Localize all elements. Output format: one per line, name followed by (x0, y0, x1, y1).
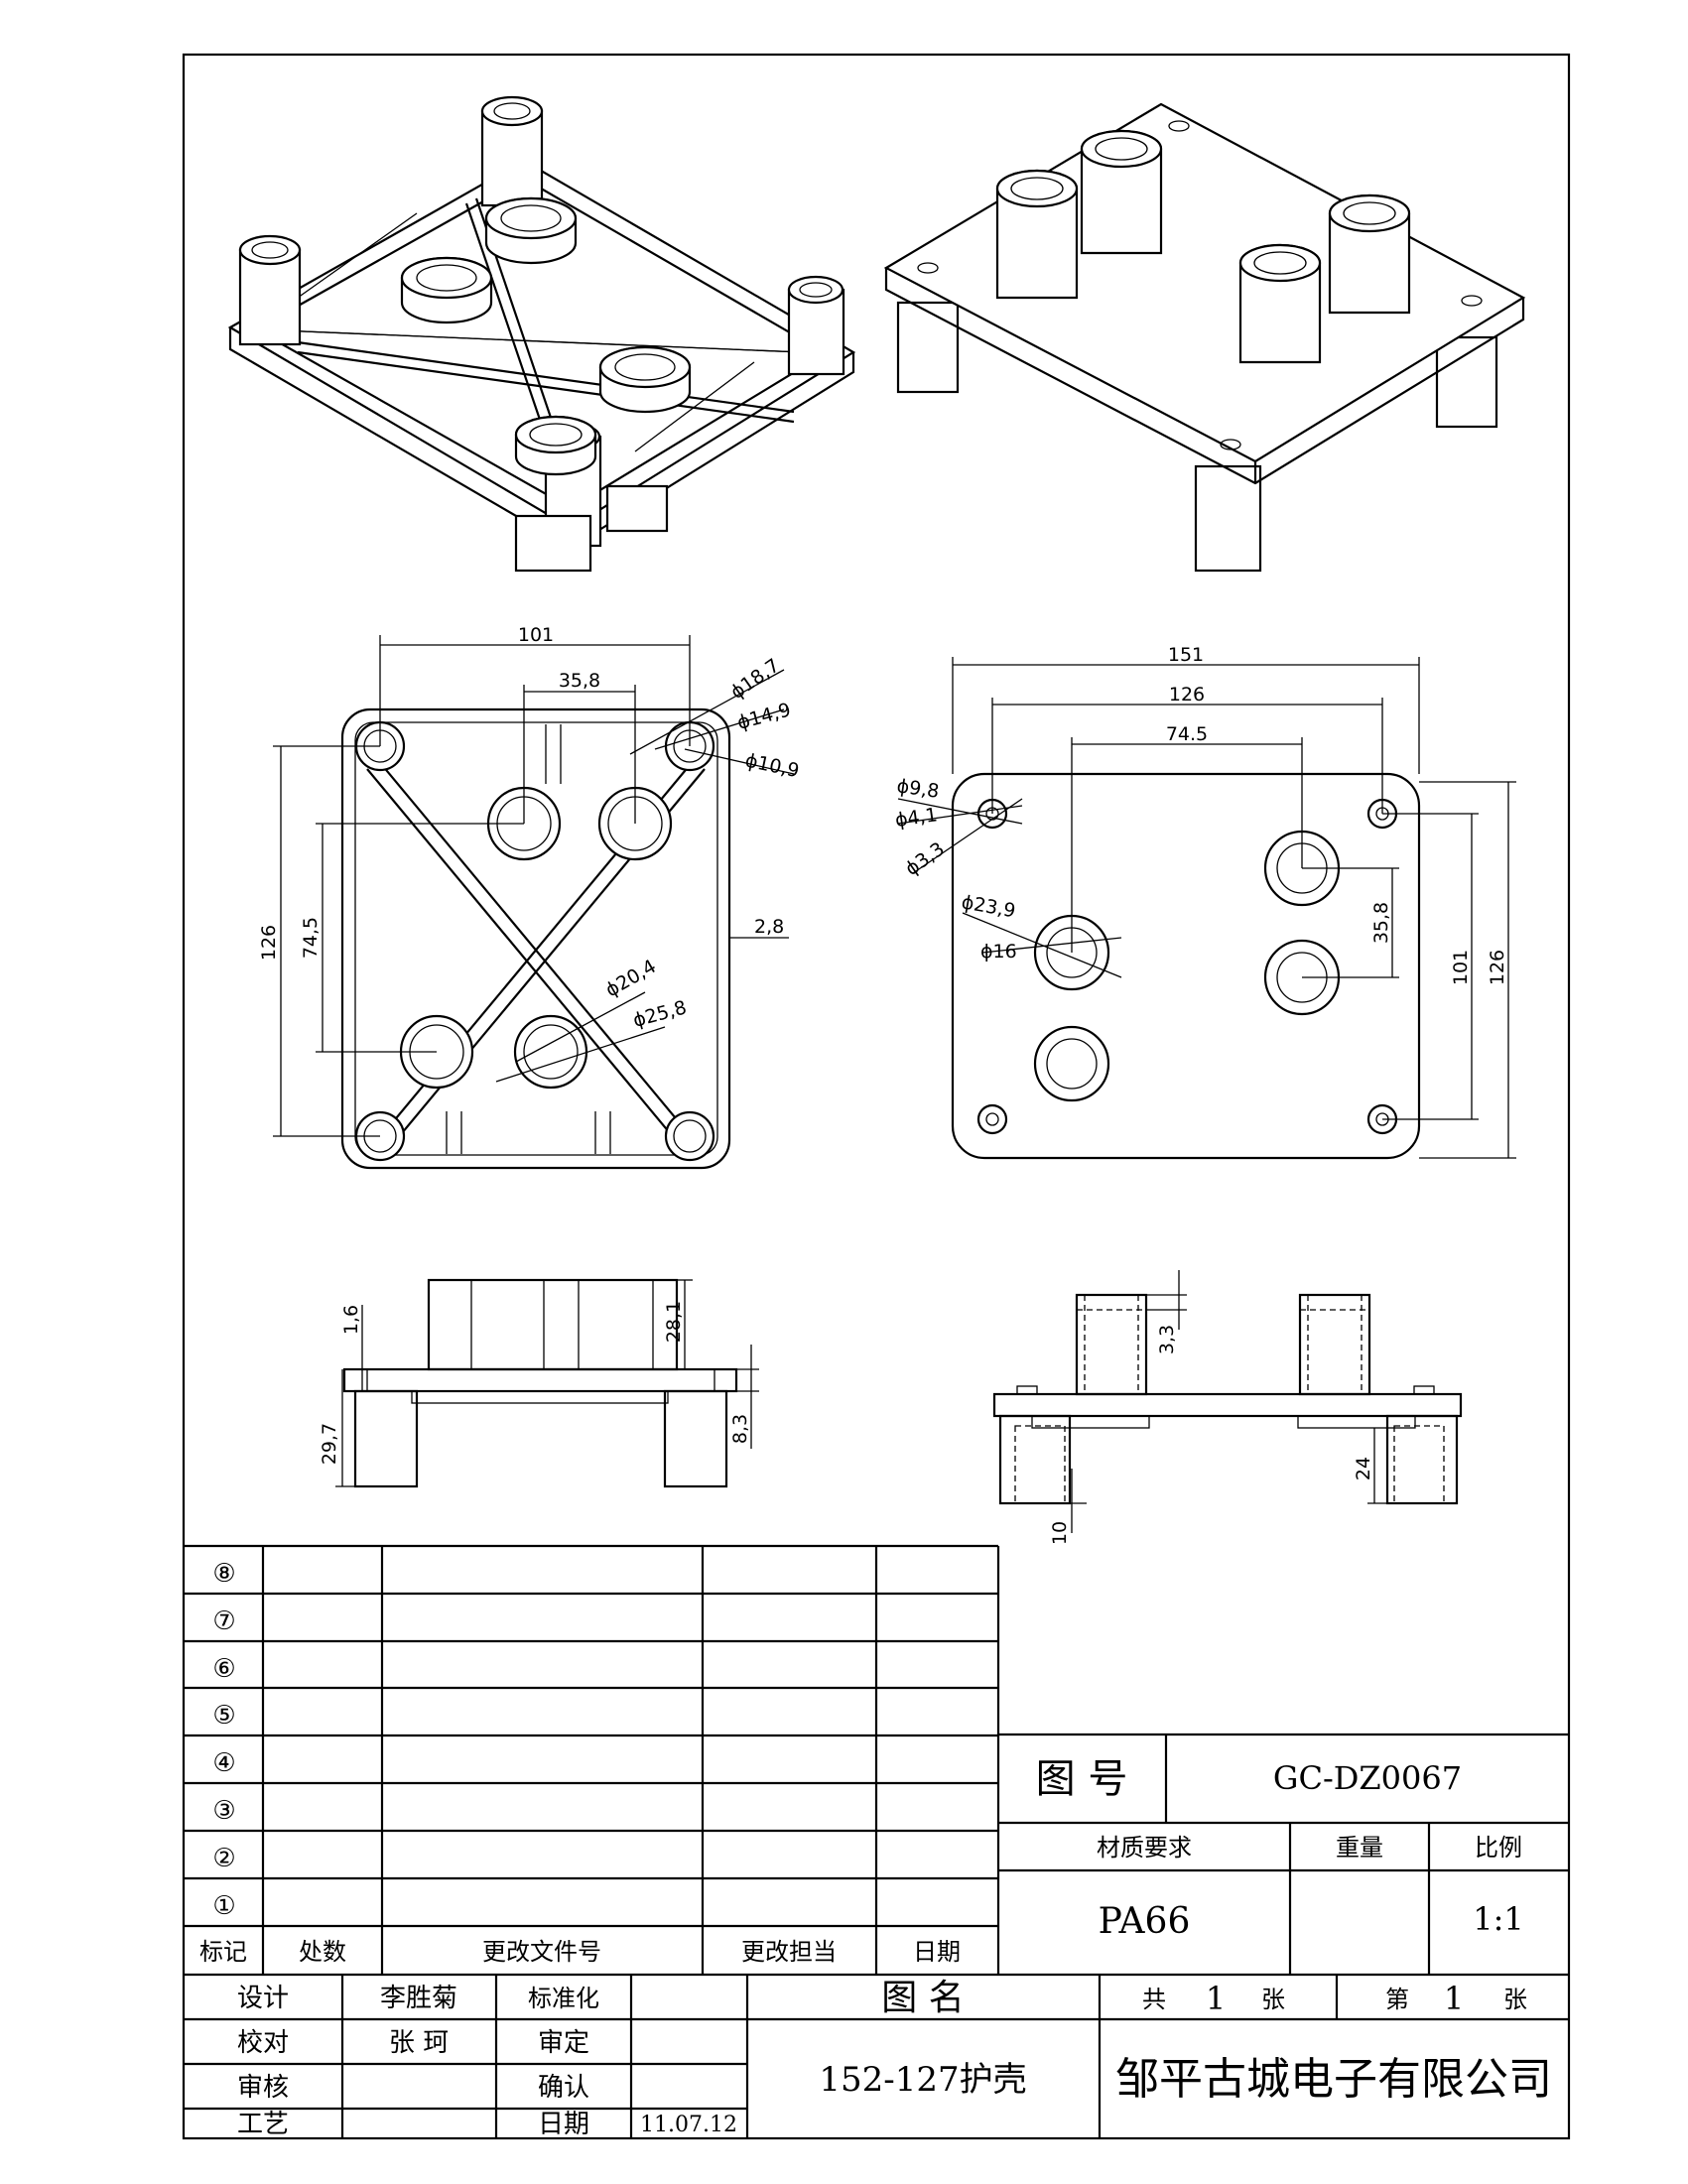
side-view-right: 3,3 24 10 (992, 1270, 1463, 1545)
approve-label: 审定 (538, 2028, 589, 2058)
dim-phi-16: ϕ16 (980, 941, 1017, 963)
scale-label: 比例 (1475, 1834, 1522, 1862)
dim-28-1: 28,1 (663, 1301, 685, 1343)
standardization-label: 标准化 (528, 1985, 599, 2012)
rev-header-mark: 标记 (199, 1938, 247, 1966)
dim-126-vertical-right: 126 (1487, 950, 1508, 985)
drawing-number: GC-DZ0067 (1273, 1759, 1462, 1797)
weight-label: 重量 (1336, 1834, 1383, 1862)
drawing-frame (182, 53, 1571, 2140)
rev-row-4: ④ (212, 1748, 235, 1778)
dim-phi-14-9: ϕ14,9 (735, 699, 794, 733)
dim-74-5-vertical: 74,5 (300, 917, 322, 959)
checker-name: 张 珂 (389, 2028, 449, 2058)
bottom-view: 101 35,8 ϕ18,7 ϕ14,9 ϕ10,9 126 74,5 2,8 … (258, 624, 801, 1170)
date-value: 11.07.12 (640, 2113, 737, 2137)
check-label: 校对 (237, 2028, 289, 2058)
sheet-number-unit: 张 (1503, 1986, 1527, 2013)
drawing-name-label: 图 名 (881, 1978, 964, 2018)
dim-74-5: 74.5 (1166, 723, 1208, 745)
dim-126-vertical: 126 (258, 925, 280, 961)
isometric-view-underside (227, 95, 856, 573)
process-label: 工艺 (237, 2110, 289, 2139)
scale-value: 1:1 (1473, 1900, 1524, 1938)
dim-29-7: 29,7 (319, 1423, 340, 1465)
dim-phi-4-1: ϕ4,1 (894, 804, 939, 832)
part-name: 152-127护壳 (819, 2060, 1026, 2100)
dim-8-3: 8,3 (729, 1414, 751, 1444)
dim-1-6: 1,6 (340, 1305, 362, 1335)
dim-phi-9-8: ϕ9,8 (895, 775, 940, 803)
dim-phi-3-3: ϕ3,3 (901, 838, 949, 881)
rev-row-3: ③ (212, 1796, 235, 1826)
dim-24: 24 (1353, 1457, 1374, 1480)
dim-phi-18-7: ϕ18,7 (726, 655, 784, 704)
designer-name: 李胜菊 (380, 1984, 457, 2013)
rev-row-8: ⑧ (212, 1559, 235, 1589)
dim-phi-20-4: ϕ20,4 (602, 956, 660, 1001)
total-sheets-unit: 张 (1261, 1986, 1285, 2013)
company-name: 邹平古城电子有限公司 (1115, 2054, 1552, 2105)
dim-phi-23-9: ϕ23,9 (960, 891, 1017, 922)
rev-row-2: ② (212, 1844, 235, 1873)
dim-126: 126 (1169, 684, 1205, 706)
rev-row-5: ⑤ (212, 1701, 235, 1731)
total-sheets-label: 共 (1142, 1986, 1166, 2013)
rev-row-1: ① (212, 1891, 235, 1921)
dim-101: 101 (518, 624, 554, 646)
dim-phi-10-9: ϕ10,9 (743, 749, 801, 782)
title-block: 图 号 GC-DZ0067 材质要求 重量 比例 PA66 1:1 设计 李胜菊… (184, 1733, 1569, 2139)
dim-151: 151 (1168, 644, 1204, 666)
review-label: 审核 (237, 2073, 289, 2103)
dim-101-vertical: 101 (1450, 950, 1472, 985)
total-sheets: 1 (1206, 1980, 1226, 2017)
date-label: 日期 (538, 2110, 589, 2139)
sheet-number: 1 (1444, 1980, 1464, 2017)
dim-35-8: 35,8 (559, 670, 600, 692)
rev-row-6: ⑥ (212, 1654, 235, 1684)
drawing-number-label: 图 号 (1036, 1756, 1128, 1802)
sheet-number-label: 第 (1385, 1986, 1409, 2013)
dim-10: 10 (1049, 1521, 1071, 1545)
design-label: 设计 (237, 1984, 289, 2013)
rev-header-change-owner: 更改担当 (741, 1938, 837, 1966)
confirm-label: 确认 (538, 2073, 589, 2103)
isometric-view-top (883, 102, 1526, 573)
rev-header-change-doc: 更改文件号 (482, 1938, 601, 1966)
revision-table: ⑧ ⑦ ⑥ ⑤ ④ ③ ② ① 标记 处数 更改文件号 更改担当 日期 (184, 1544, 1569, 1977)
dim-2-8: 2,8 (754, 916, 784, 938)
rev-header-count: 处数 (299, 1938, 346, 1966)
rev-header-date: 日期 (913, 1938, 961, 1966)
dim-35-8-vertical: 35,8 (1370, 902, 1392, 944)
dim-3-3-side: 3,3 (1156, 1325, 1178, 1354)
material-label: 材质要求 (1097, 1834, 1192, 1862)
dim-phi-25-8: ϕ25,8 (631, 996, 690, 1031)
rev-row-7: ⑦ (212, 1606, 235, 1636)
top-view: 151 126 74.5 ϕ9,8 ϕ4,1 ϕ3,3 ϕ23,9 ϕ16 35… (894, 644, 1516, 1160)
material-value: PA66 (1099, 1901, 1191, 1942)
side-view-left: 1,6 28,1 29,7 8,3 (319, 1278, 759, 1488)
